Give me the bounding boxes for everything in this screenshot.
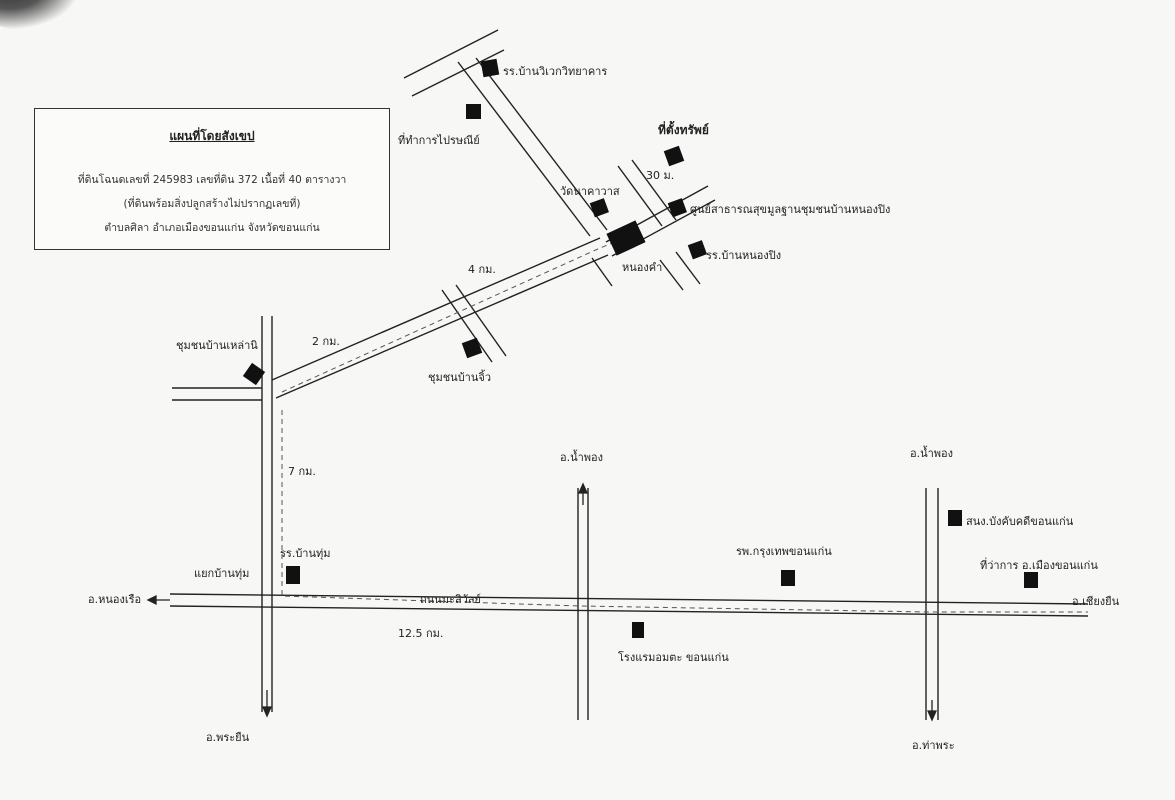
road-edge bbox=[275, 254, 609, 399]
route-dashed bbox=[281, 231, 641, 393]
landmark-hotel bbox=[632, 622, 644, 638]
arrowhead bbox=[926, 710, 938, 722]
road-edge bbox=[271, 237, 601, 381]
label-to-chiang-yuen: อ.เชียงยืน bbox=[1072, 595, 1120, 608]
label-school-top: รร.บ้านวิเวกวิทยาคาร bbox=[503, 65, 608, 78]
label-community-bottom: ชุมชนบ้านจิ้ว bbox=[428, 371, 492, 384]
label-hotel: โรงแรมอมตะ ขอนแก่น bbox=[618, 651, 729, 664]
label-health-center: ศูนย์สาธารณสุขมูลฐานชุมชนบ้านหนองปิง bbox=[690, 203, 891, 216]
legend-line-location: ตำบลศิลา อำเภอเมืองขอนแก่น จังหวัดขอนแก่… bbox=[104, 222, 320, 234]
landmark-school-nongping bbox=[687, 240, 707, 260]
road-edge bbox=[675, 251, 701, 285]
label-school-nongping: รร.บ้านหนองปิง bbox=[706, 249, 782, 262]
landmark-district-office bbox=[1024, 572, 1038, 588]
label-road-mittraphap: ถนนมะลิวัลย์ bbox=[420, 593, 481, 606]
road-edge bbox=[659, 259, 684, 291]
landmark-school-top bbox=[480, 58, 500, 78]
road-edge bbox=[455, 284, 507, 357]
label-distance-12-5km: 12.5 กม. bbox=[398, 627, 444, 640]
road-edge bbox=[457, 61, 591, 237]
label-asset: ที่ตั้งทรัพย์ bbox=[658, 123, 709, 137]
label-bangkok-hospital: รพ.กรุงเทพขอนแก่น bbox=[736, 545, 832, 558]
label-nong-kham: หนองคำ bbox=[622, 261, 663, 274]
landmark-health-center bbox=[667, 198, 687, 218]
road-edge bbox=[631, 159, 677, 221]
road-edge bbox=[403, 29, 499, 79]
label-distance-2km: 2 กม. bbox=[312, 335, 340, 348]
label-distance-30m: 30 ม. bbox=[646, 169, 675, 182]
label-community-left: ชุมชนบ้านเหล่านิ bbox=[176, 339, 258, 352]
label-land-office: สนง.บังคับคดีขอนแก่น bbox=[966, 515, 1074, 528]
label-junction-ban-thum: แยกบ้านทุ่ม bbox=[194, 567, 250, 580]
road-edge bbox=[169, 593, 1089, 605]
landmark-community-bottom bbox=[461, 337, 483, 359]
arrowhead bbox=[261, 706, 273, 718]
landmark-school-ban-phu bbox=[286, 566, 300, 584]
legend-title: แผนที่โดยสังเขป bbox=[169, 129, 255, 143]
landmark-nong-kham bbox=[606, 220, 646, 256]
legend-line-deed: ที่ดินโฉนดเลขที่ 245983 เลขที่ดิน 372 เน… bbox=[77, 174, 347, 186]
label-temple: วัดนาคาวาส bbox=[560, 185, 620, 198]
label-to-phra-yuen: อ.พระยืน bbox=[206, 731, 250, 744]
label-distance-7km: 7 กม. bbox=[288, 465, 316, 478]
landmark-asset bbox=[663, 145, 685, 167]
landmark-land-office bbox=[948, 510, 962, 526]
label-to-nong-ruea: อ.หนองเรือ bbox=[88, 593, 142, 606]
arrowhead bbox=[577, 482, 589, 494]
label-distance-4km: 4 กม. bbox=[468, 263, 496, 276]
road-edge bbox=[411, 49, 505, 97]
landmark-bangkok-hospital bbox=[781, 570, 795, 586]
road-edge bbox=[475, 57, 608, 231]
landmark-temple bbox=[589, 198, 609, 218]
landmark-community-left bbox=[242, 362, 266, 386]
map-legend: แผนที่โดยสังเขป ที่ดินโฉนดเลขที่ 245983 … bbox=[34, 108, 390, 250]
road-edge bbox=[617, 165, 663, 227]
label-to-tha-phra: อ.ท่าพระ bbox=[912, 739, 955, 752]
label-telecom: ที่ทำการไปรษณีย์ bbox=[398, 134, 480, 147]
label-nam-phong-mid: อ.น้ำพอง bbox=[560, 451, 604, 464]
label-nam-phong-right: อ.น้ำพอง bbox=[910, 447, 954, 460]
road-edge bbox=[591, 257, 613, 287]
legend-line-note: (ที่ดินพร้อมสิ่งปลูกสร้างไม่ปรากฏเลขที่) bbox=[123, 198, 301, 210]
road-edge bbox=[441, 289, 493, 363]
road-edge bbox=[169, 605, 1089, 617]
label-district-office: ที่ว่าการ อ.เมืองขอนแก่น bbox=[980, 559, 1098, 572]
landmark-telecom bbox=[466, 104, 481, 119]
route-dashed bbox=[281, 410, 1088, 613]
arrowhead bbox=[146, 594, 157, 606]
label-school-ban-phu: รร.บ้านทุ่ม bbox=[280, 547, 331, 560]
